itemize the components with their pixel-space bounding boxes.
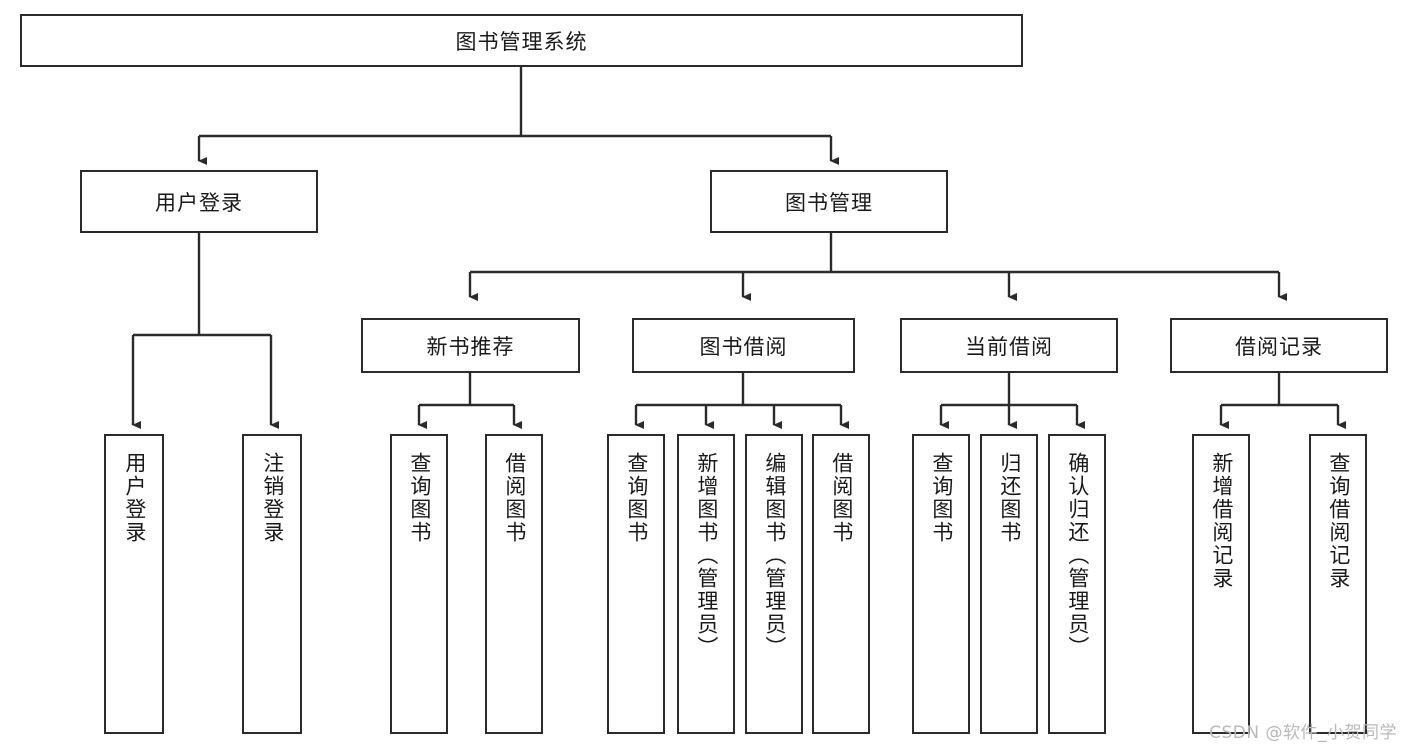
leaf-query-book-current[interactable]: 查询图书 [912,434,970,734]
leaf-query-borrow-record[interactable]: 查询借阅记录 [1309,434,1367,734]
leaf-add-borrow-record[interactable]: 新增借阅记录 [1192,434,1250,734]
node-book-management[interactable]: 图书管理 [710,170,948,233]
leaf-borrow-book-recommend[interactable]: 借阅图书 [485,434,543,734]
node-label: 新书推荐 [426,334,515,359]
node-label: 借阅图书 [502,452,527,544]
node-label: 注销登录 [260,452,285,544]
node-borrow-record[interactable]: 借阅记录 [1170,318,1388,373]
leaf-edit-book[interactable]: 编辑图书（管理员） [745,434,803,734]
node-label: 图书管理系统 [455,29,588,54]
leaf-add-book[interactable]: 新增图书（管理员） [677,434,735,734]
node-label: 用户登录 [122,452,147,544]
node-label: 新增图书（管理员） [694,452,719,659]
node-label: 借阅记录 [1235,334,1323,359]
node-user-login[interactable]: 用户登录 [80,170,318,233]
node-label: 查询图书 [929,452,954,544]
leaf-confirm-return[interactable]: 确认归还（管理员） [1048,434,1106,734]
node-label: 用户登录 [155,190,243,215]
node-label: 查询图书 [407,452,432,544]
leaf-return-book[interactable]: 归还图书 [980,434,1038,734]
node-label: 编辑图书（管理员） [762,452,787,659]
node-label: 借阅图书 [829,452,854,544]
leaf-user-login[interactable]: 用户登录 [104,434,164,734]
node-current-borrow[interactable]: 当前借阅 [900,318,1118,373]
node-label: 新增借阅记录 [1209,452,1234,590]
node-book-borrow[interactable]: 图书借阅 [632,318,855,373]
node-label: 确认归还（管理员） [1065,452,1090,659]
leaf-query-book-borrow[interactable]: 查询图书 [607,434,665,734]
node-label: 查询图书 [624,452,649,544]
node-new-book-recommend[interactable]: 新书推荐 [361,318,580,373]
leaf-query-book-recommend[interactable]: 查询图书 [390,434,448,734]
node-label: 当前借阅 [965,334,1053,359]
node-label: 查询借阅记录 [1326,452,1351,590]
node-book-management-system[interactable]: 图书管理系统 [20,14,1023,67]
node-label: 归还图书 [997,452,1022,544]
leaf-logout-login[interactable]: 注销登录 [242,434,302,734]
node-label: 图书管理 [785,190,873,215]
leaf-borrow-book[interactable]: 借阅图书 [812,434,870,734]
node-label: 图书借阅 [699,334,788,359]
watermark: CSDN @软件_小贺同学 [1209,723,1397,743]
